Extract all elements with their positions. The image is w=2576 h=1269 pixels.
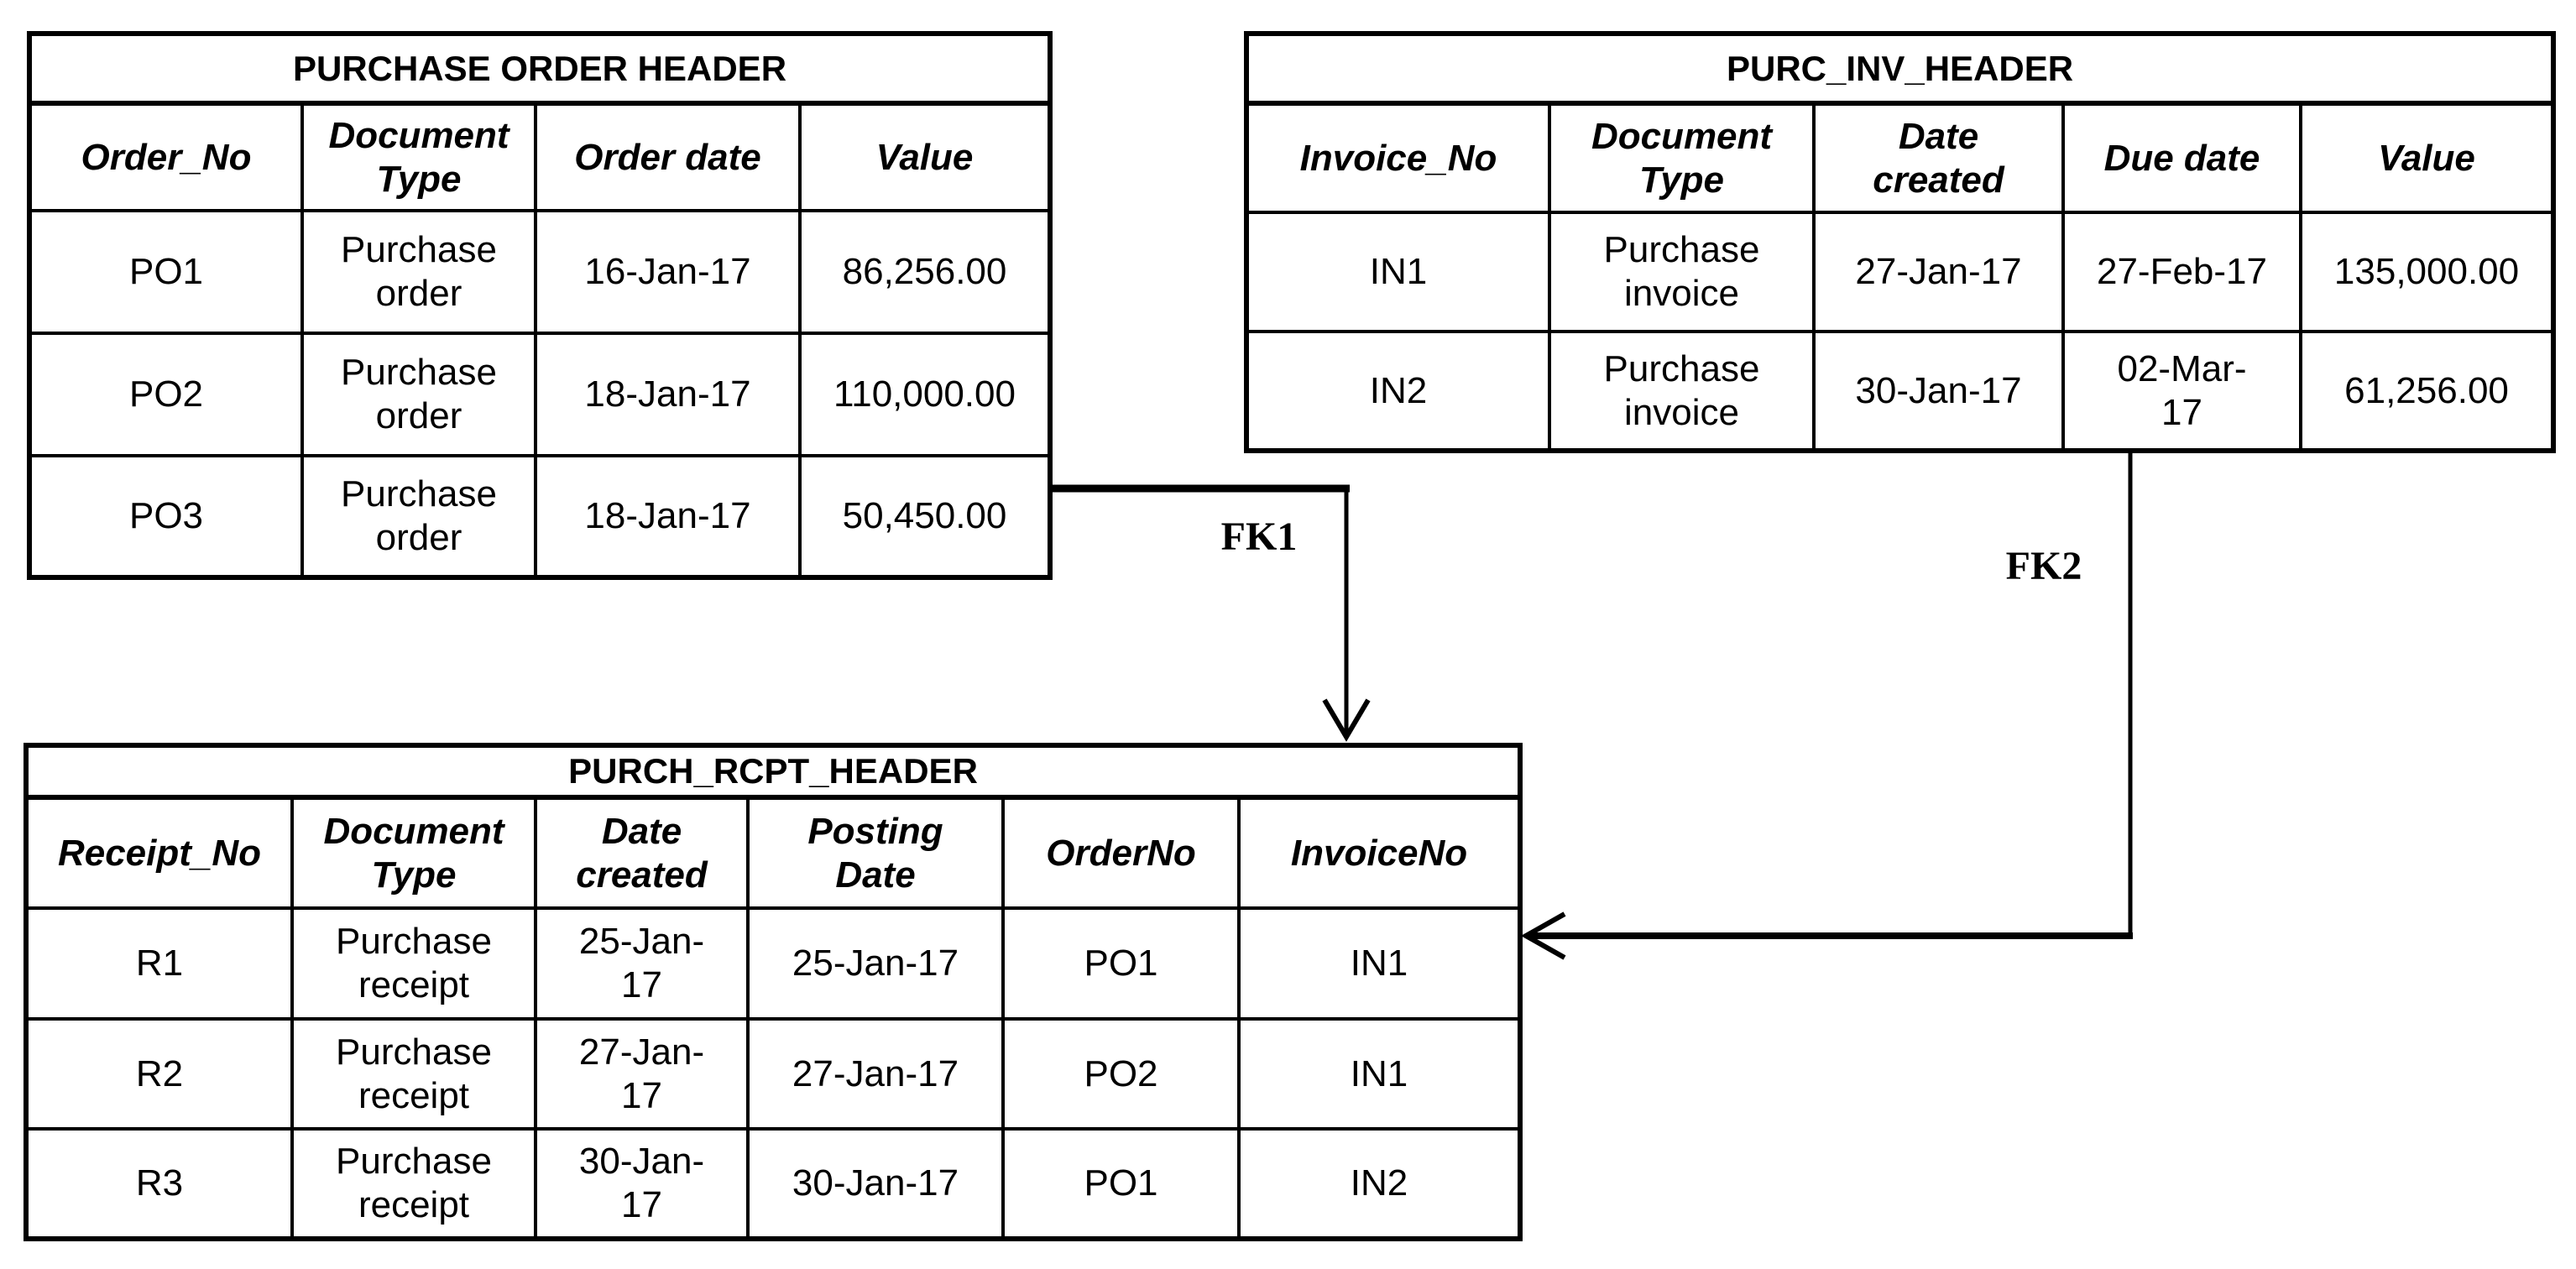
column-header: Receipt_No: [24, 796, 294, 910]
table-row: PO1 Purchase order 16-Jan-17 86,256.00: [28, 209, 1052, 335]
table-row: R3 Purchase receipt 30-Jan- 17 30-Jan-17…: [24, 1127, 1523, 1240]
table-title: PURC_INV_HEADER: [1244, 32, 2556, 106]
fk2-arrowhead-left-icon: [1520, 911, 1566, 960]
fk1-label: FK1: [1220, 514, 1298, 559]
title-row: PURCHASE ORDER HEADER: [28, 32, 1052, 106]
purchase-order-header-table: PURCHASE ORDER HEADER Order_No Document …: [27, 31, 1053, 580]
table-cell: Purchase receipt: [290, 1017, 537, 1131]
column-header: Order_No: [28, 102, 304, 212]
column-header: OrderNo: [1001, 796, 1241, 910]
table-row: PO3 Purchase order 18-Jan-17 50,450.00: [28, 454, 1052, 579]
table-cell: 27-Jan-17: [1812, 211, 2065, 333]
table-cell: IN1: [1236, 906, 1523, 1021]
table-cell: 30-Jan-17: [1812, 330, 2065, 452]
table-cell: PO2: [28, 332, 304, 457]
purch-rcpt-header-table: PURCH_RCPT_HEADER Receipt_No Document Ty…: [24, 743, 1523, 1241]
table-cell: IN2: [1236, 1127, 1523, 1240]
table-cell: 25-Jan-17: [746, 906, 1005, 1021]
table-row: R1 Purchase receipt 25-Jan- 17 25-Jan-17…: [24, 906, 1523, 1021]
column-header: Invoice_No: [1245, 102, 1551, 214]
table-cell: 135,000.00: [2298, 211, 2556, 333]
header-row: Invoice_No Document Type Date created Du…: [1245, 102, 2556, 214]
table-row: IN1 Purchase invoice 27-Jan-17 27-Feb-17…: [1245, 211, 2556, 333]
table-row: IN2 Purchase invoice 30-Jan-17 02-Mar- 1…: [1245, 330, 2556, 452]
table-cell: 16-Jan-17: [534, 209, 802, 335]
table-cell: 30-Jan-17: [746, 1127, 1005, 1240]
table-cell: 02-Mar- 17: [2061, 330, 2302, 452]
table-cell: 27-Jan-17: [746, 1017, 1005, 1131]
table-cell: Purchase receipt: [290, 906, 537, 1021]
column-header: Due date: [2061, 102, 2302, 214]
table-cell: 27-Feb-17: [2061, 211, 2302, 333]
table-cell: 18-Jan-17: [534, 454, 802, 579]
table-title: PURCHASE ORDER HEADER: [28, 32, 1052, 106]
column-header: Document Type: [1548, 102, 1816, 214]
table-cell: 110,000.00: [798, 332, 1052, 457]
table-cell: PO1: [1001, 906, 1241, 1021]
table-cell: R2: [24, 1017, 294, 1131]
table-cell: 61,256.00: [2298, 330, 2556, 452]
table-cell: IN1: [1245, 211, 1551, 333]
table-cell: PO3: [28, 454, 304, 579]
table-cell: 30-Jan- 17: [534, 1127, 750, 1240]
title-row: PURCH_RCPT_HEADER: [24, 744, 1523, 800]
table-cell: 50,450.00: [798, 454, 1052, 579]
column-header: Document Type: [290, 796, 537, 910]
table-cell: 18-Jan-17: [534, 332, 802, 457]
column-header: Date created: [534, 796, 750, 910]
column-header: Value: [2298, 102, 2556, 214]
table-cell: Purchase order: [300, 209, 537, 335]
purc-inv-header-table: PURC_INV_HEADER Invoice_No Document Type…: [1244, 31, 2557, 453]
title-row: PURC_INV_HEADER: [1244, 32, 2556, 106]
table-row: R2 Purchase receipt 27-Jan- 17 27-Jan-17…: [24, 1017, 1523, 1131]
table-cell: PO1: [28, 209, 304, 335]
table-cell: Purchase order: [300, 332, 537, 457]
table-cell: PO2: [1001, 1017, 1241, 1131]
column-header: Posting Date: [746, 796, 1005, 910]
column-header: InvoiceNo: [1236, 796, 1523, 910]
table-cell: Purchase receipt: [290, 1127, 537, 1240]
fk2-connector: [1520, 451, 2133, 960]
table-cell: 25-Jan- 17: [534, 906, 750, 1021]
header-row: Receipt_No Document Type Date created Po…: [24, 796, 1523, 910]
table-cell: IN2: [1245, 330, 1551, 452]
table-cell: PO1: [1001, 1127, 1241, 1240]
fk1-arrowhead-down-icon: [1322, 698, 1371, 742]
column-header: Document Type: [300, 102, 537, 212]
column-header: Value: [798, 102, 1052, 212]
table-cell: R1: [24, 906, 294, 1021]
table-cell: Purchase invoice: [1548, 211, 1816, 333]
table-row: PO2 Purchase order 18-Jan-17 110,000.00: [28, 332, 1052, 457]
table-cell: 86,256.00: [798, 209, 1052, 335]
table-cell: IN1: [1236, 1017, 1523, 1131]
column-header: Date created: [1812, 102, 2065, 214]
fk2-label: FK2: [2005, 544, 2082, 588]
table-cell: 27-Jan- 17: [534, 1017, 750, 1131]
table-title: PURCH_RCPT_HEADER: [24, 744, 1523, 800]
table-cell: Purchase invoice: [1548, 330, 1816, 452]
table-cell: R3: [24, 1127, 294, 1240]
fk1-connector: [1048, 484, 1371, 742]
column-header: Order date: [534, 102, 802, 212]
header-row: Order_No Document Type Order date Value: [28, 102, 1052, 212]
table-cell: Purchase order: [300, 454, 537, 579]
